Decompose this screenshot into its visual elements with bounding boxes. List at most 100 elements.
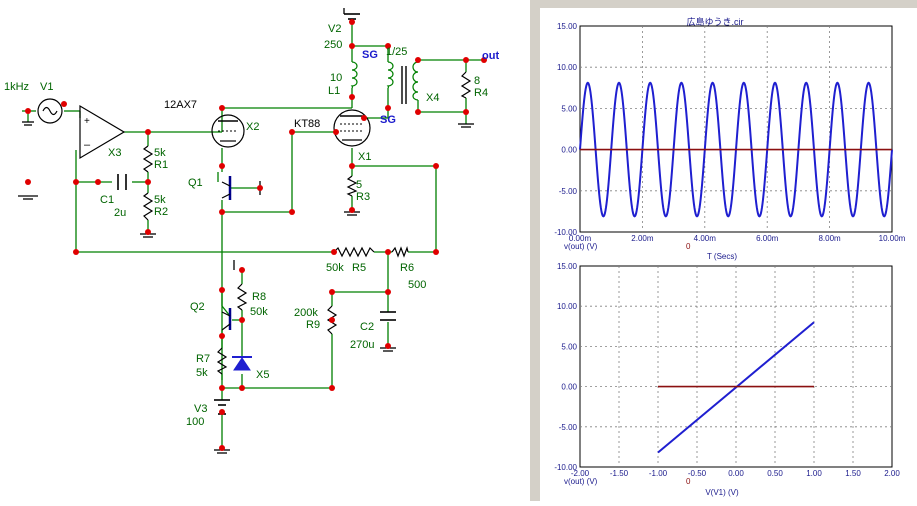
- x-tick-label: 2.00m: [631, 234, 654, 243]
- resistor-symbols: [142, 71, 472, 375]
- r7-label-line2: 5k: [196, 367, 208, 379]
- y-tick-label: -10.00: [554, 463, 577, 472]
- y-tick-label: 10.00: [557, 302, 578, 311]
- plot-window: 広島ゆうき.cir 0.00m 2.00m 4.00m 6.00m 8.00m 10.00…: [540, 0, 917, 501]
- ground-symbols: [18, 8, 474, 454]
- v3-label: V3: [194, 403, 207, 415]
- opamp-x3-symbol: + –: [79, 104, 126, 160]
- r2-label-line2: R2: [154, 206, 168, 218]
- y-tick-label: 5.00: [561, 104, 577, 113]
- y-tick-label: 0.00: [561, 146, 577, 155]
- transistor-leads: [221, 181, 231, 331]
- x-tick-label: -0.50: [688, 469, 707, 478]
- y-tick-label: -5.00: [559, 187, 578, 196]
- r6-label: R6: [400, 262, 414, 274]
- battery-symbols: [214, 13, 360, 415]
- series-vout-line: [657, 321, 815, 454]
- schematic-canvas[interactable]: + –: [0, 0, 530, 501]
- sg-side-label: SG: [380, 114, 396, 126]
- tube-kt88-type: KT88: [294, 118, 320, 130]
- v2-label: V2: [328, 23, 341, 35]
- plot-svg: 0.00m 2.00m 4.00m 6.00m 8.00m 10.00m 15.00 10.0…: [554, 22, 905, 497]
- y-axis-label: v(out) (V): [564, 242, 598, 251]
- plot-frame: [579, 25, 893, 233]
- wires: [22, 22, 484, 450]
- l1-label-line2: L1: [328, 85, 340, 97]
- c2-label-line2: 270u: [350, 339, 374, 351]
- x5-label: X5: [256, 369, 269, 381]
- y-tick-label: 15.00: [557, 262, 578, 271]
- x-axis-label: V(V1) (V): [705, 488, 739, 497]
- x-tick-label: 6.00m: [756, 234, 779, 243]
- transformer-core: [401, 66, 407, 104]
- x-tick-label: 8.00m: [818, 234, 841, 243]
- c1-label-line2: 2u: [114, 207, 126, 219]
- x4-label: X4: [426, 92, 439, 104]
- x-tick-label: -1.00: [649, 469, 668, 478]
- inductor-coils: [350, 61, 419, 101]
- v2-label-line2: 250: [324, 39, 342, 51]
- v3-label-line2: 100: [186, 416, 204, 428]
- tube-x1-label: X1: [358, 151, 371, 163]
- zener-x5-symbol: [232, 356, 252, 371]
- source-v1-label: 1kHz: [4, 81, 29, 93]
- y-tick-label: 5.00: [561, 342, 577, 351]
- r5-label: 50k: [326, 262, 344, 274]
- r9-label: 200k: [294, 307, 318, 319]
- q1-label: Q1: [188, 177, 203, 189]
- r7-label: R7: [196, 353, 210, 365]
- sg-top-label: SG: [362, 49, 378, 61]
- c2-label: C2: [360, 321, 374, 333]
- x-tick-label: 2.00: [884, 469, 900, 478]
- x-tick-label: -1.50: [610, 469, 629, 478]
- q2-label: Q2: [190, 301, 205, 313]
- opamp-x3-label: X3: [108, 147, 121, 159]
- x-axis-label: T (Secs): [707, 252, 737, 261]
- x-tick-label: 1.00: [806, 469, 822, 478]
- r4-label-line2: R4: [474, 87, 488, 99]
- l1-label: 10: [330, 72, 342, 84]
- schematic-svg: + –: [4, 8, 499, 454]
- r6-label-line2: 500: [408, 279, 426, 291]
- ratio-label: 1/25: [386, 46, 407, 58]
- x-tick-label: -2.00: [571, 469, 590, 478]
- tube-x2-label: X2: [246, 121, 259, 133]
- plot-toolbar: [540, 0, 917, 8]
- y-tick-label: 0.00: [561, 383, 577, 392]
- corner-value-label: 0: [686, 242, 691, 251]
- plot-title: 広島ゆうき.cir: [686, 17, 744, 27]
- y-tick-label: -10.00: [554, 228, 577, 237]
- x-tick-label: 0.00m: [569, 234, 592, 243]
- y-axis-label: v(out) (V): [564, 477, 598, 486]
- capacitor-symbols: [117, 174, 396, 321]
- window-splitter[interactable]: [530, 0, 540, 501]
- x-tick-label: 4.00m: [694, 234, 717, 243]
- c1-label: C1: [100, 194, 114, 206]
- y-tick-label: 10.00: [557, 63, 578, 72]
- y-tick-label: -5.00: [559, 423, 578, 432]
- tube-12ax7-type: 12AX7: [164, 99, 197, 111]
- svg-text:–: –: [84, 139, 91, 151]
- r1-label: 5k: [154, 147, 166, 159]
- out-label: out: [482, 50, 499, 62]
- source-v1-label-line2: V1: [40, 81, 53, 93]
- r2-label: 5k: [154, 194, 166, 206]
- source-v1-symbol: [37, 98, 63, 124]
- r4-label: 8: [474, 75, 480, 87]
- r8-label-line2: 50k: [250, 306, 268, 318]
- tube-kt88-symbol: [333, 109, 371, 147]
- x-tick-label: 0.50: [767, 469, 783, 478]
- r1-label-line2: R1: [154, 159, 168, 171]
- r8-label: R8: [252, 291, 266, 303]
- x-tick-label: 0.00: [728, 469, 744, 478]
- r3-label: 5: [356, 179, 362, 191]
- junction-dots: [25, 19, 487, 451]
- chart-2: -2.00 -1.50 -1.00 -0.50 0.00 0.50 1.00 1.50 2.00…: [554, 262, 900, 497]
- corner-value-label: 0: [686, 477, 691, 486]
- x-tick-label: 10.00m: [879, 234, 906, 243]
- tube-12ax7-symbol: [211, 114, 245, 148]
- x-tick-label: 1.50: [845, 469, 861, 478]
- r3-label-line2: R3: [356, 191, 370, 203]
